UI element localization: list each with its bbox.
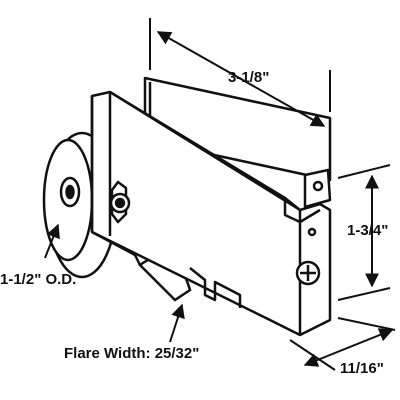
length-label: 3-1/8" xyxy=(228,69,269,86)
roller-housing xyxy=(90,76,332,337)
height-label: 1-3/4" xyxy=(347,222,388,239)
depth-label: 11/16" xyxy=(340,360,384,377)
roller-od-label: 1-1/2" O.D. xyxy=(0,271,76,288)
flare-width-label: Flare Width: 25/32" xyxy=(64,345,199,362)
dimension-lines xyxy=(44,18,396,371)
